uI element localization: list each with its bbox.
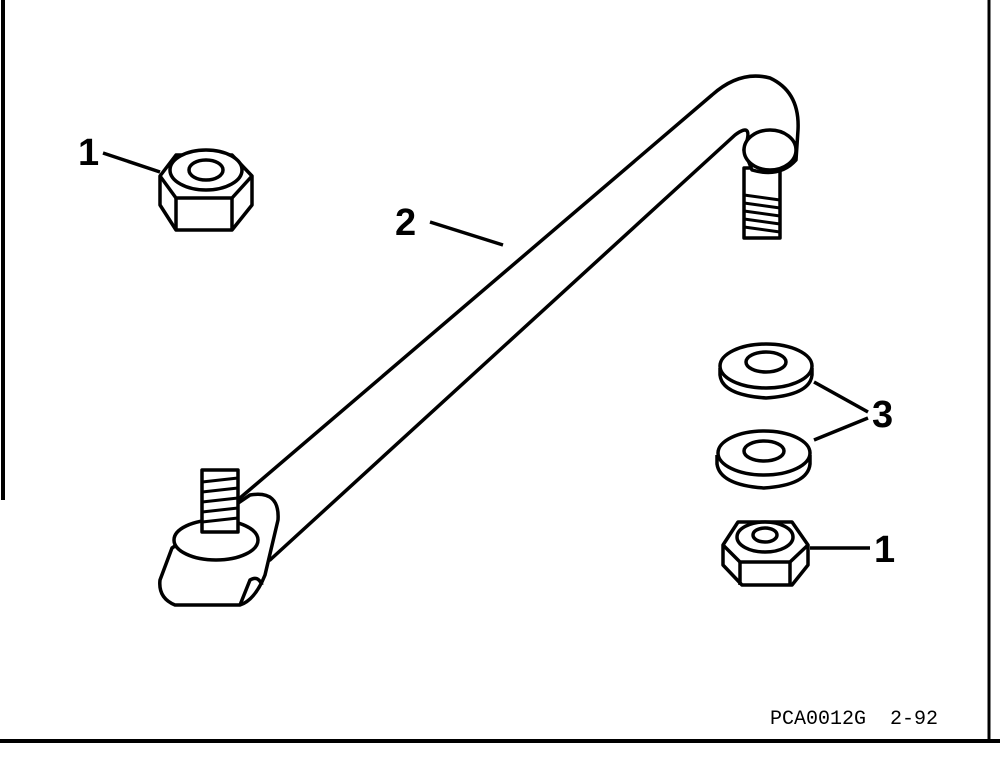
threads-top-right [743,193,781,234]
callout-tie-bar: 2 [395,202,416,244]
leader-line-tie-bar [429,220,504,247]
flat-washer-upper [718,342,814,400]
threads-bottom-left [201,476,239,524]
hex-nut-bottom-right [721,520,810,587]
flat-washer-lower [715,429,812,490]
callout-nut-top-left: 1 [78,132,99,174]
leader-line-nut-top-left [102,151,161,174]
callout-nut-bottom-right: 1 [874,529,895,571]
hex-nut-top-left [158,148,254,232]
leader-lines-washers [813,380,869,442]
tie-bar [158,74,800,607]
callout-washers: 3 [872,394,893,436]
figure-code: PCA0012G 2-92 [770,708,938,731]
